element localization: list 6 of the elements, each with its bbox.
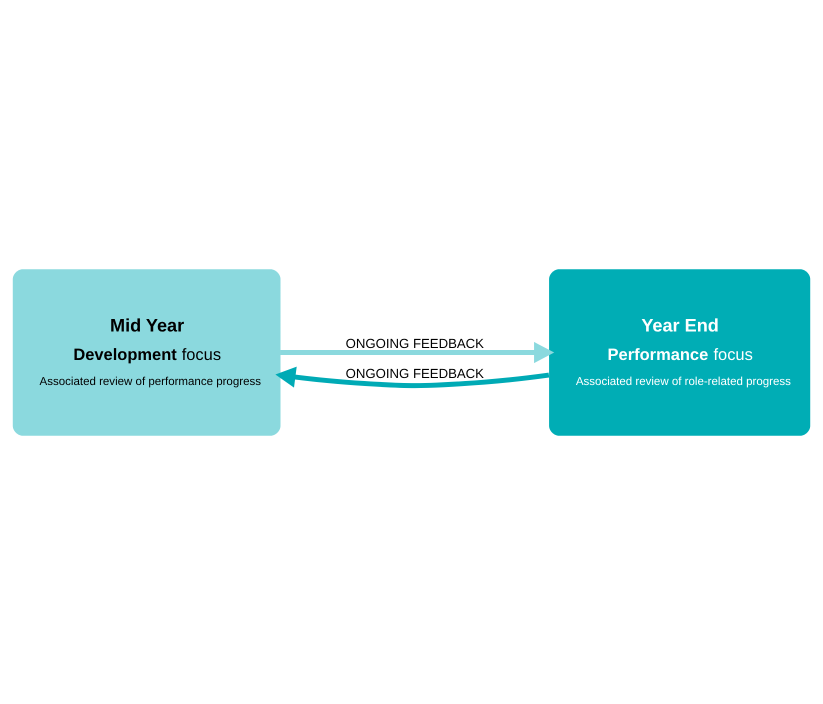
arrow [275, 366, 550, 388]
node-box: Mid Year Development focus Associated review of performance progress [12, 268, 281, 436]
edge-label: ONGOING FEEDBACK [346, 336, 484, 351]
node-box: Year End Performance focus Associated review of role-related progress [549, 268, 810, 436]
edge-label: ONGOING FEEDBACK [346, 365, 484, 380]
arrow [280, 341, 554, 363]
